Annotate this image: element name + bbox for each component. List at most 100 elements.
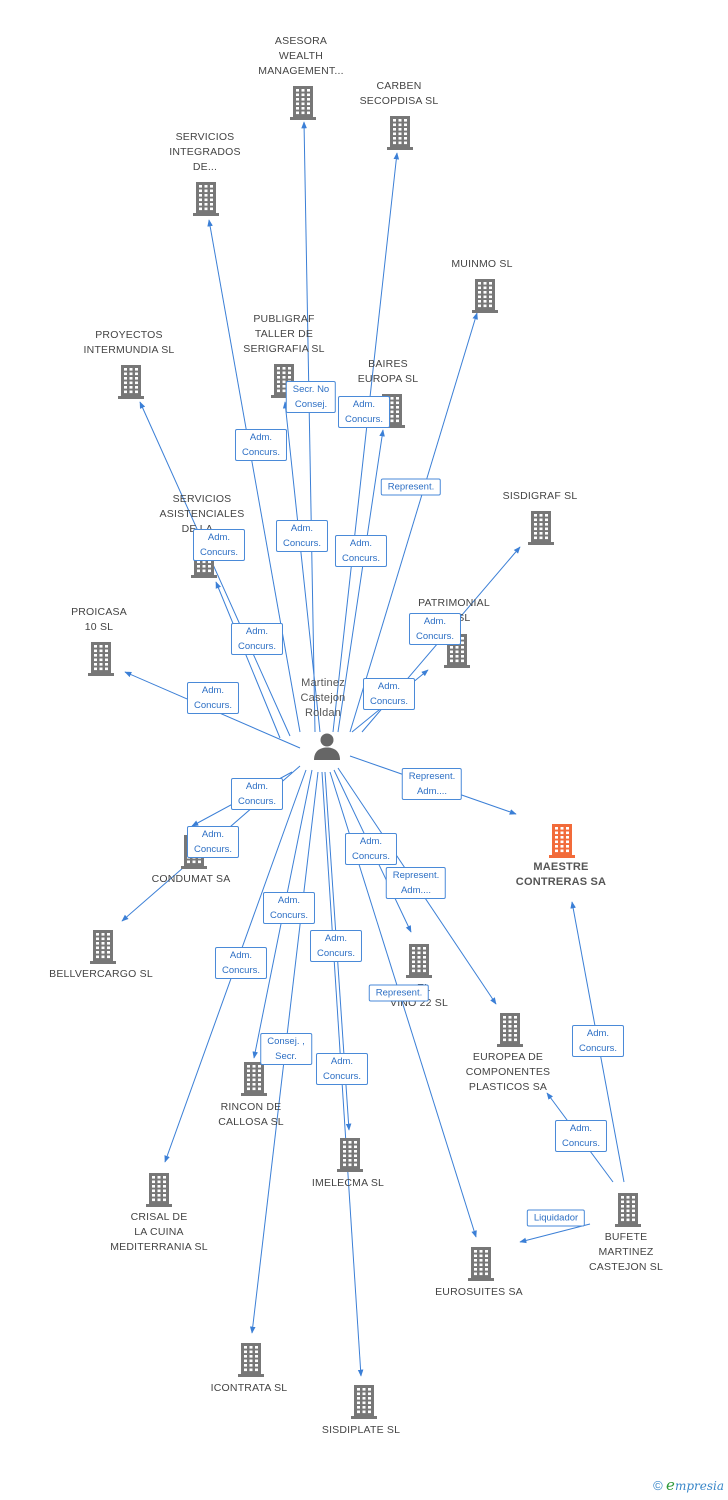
footer-brand[interactable]: © empresia <box>653 1476 724 1494</box>
company-building-icon[interactable] <box>89 928 117 969</box>
company-building-icon[interactable] <box>237 1341 265 1382</box>
company-building-icon[interactable] <box>614 1191 642 1232</box>
edge-label-text: Secr. No <box>292 384 330 395</box>
person-icon[interactable] <box>312 732 342 765</box>
edge-label-adm-bufete-europea[interactable]: Adm.Concurs. <box>554 1120 608 1152</box>
company-building-icon[interactable] <box>386 114 414 155</box>
edge-label-text: Represent. <box>408 771 456 782</box>
company-node-crisal-line: LA CUINA <box>134 1226 184 1238</box>
edge-label-adm-publigraf[interactable]: Adm.Concurs. <box>275 520 329 552</box>
company-building-icon[interactable] <box>87 640 115 681</box>
person-node-line: Castejon <box>300 692 346 704</box>
company-node-publigraf-line: SERIGRAFIA SL <box>243 343 325 355</box>
edge-label-adm-vino[interactable]: Adm.Concurs. <box>344 833 398 865</box>
edge-label-text: Represent. <box>375 987 423 999</box>
edge-label-text: Concurs. <box>193 844 233 855</box>
company-building-icon[interactable] <box>117 363 145 404</box>
edge-label-adm-proyectos[interactable]: Adm. Concurs. <box>192 529 246 561</box>
company-building-icon[interactable] <box>145 1171 173 1212</box>
company-node-icontrata: ICONTRATA SL <box>179 1381 319 1396</box>
company-node-europea-line: EUROPEA DE <box>472 1051 544 1063</box>
edge-label-text: Represent. <box>387 481 435 493</box>
person-node-line: Roldan <box>304 707 342 719</box>
edge-label-text: Adm. <box>423 616 447 627</box>
edge-label-text: Adm. <box>277 895 301 906</box>
relation-edge-3 <box>207 219 301 733</box>
edge-label-adm-bufete-maestre[interactable]: Adm.Concurs. <box>571 1025 625 1057</box>
edge-label-text: Concurs. <box>237 641 277 652</box>
edge-label-text: Concurs. <box>199 547 239 558</box>
company-node-crisal-line: CRISAL DE <box>130 1211 188 1223</box>
edge-label-adm-baires[interactable]: Adm.Concurs. <box>337 396 391 428</box>
company-node-asesora-line: ASESORA <box>274 35 328 47</box>
company-node-sisdiplate-line: SISDIPLATE SL <box>321 1424 401 1436</box>
company-building-icon[interactable] <box>350 1383 378 1424</box>
company-building-icon[interactable] <box>467 1245 495 1286</box>
edge-label-adm-bellver[interactable]: Adm.Concurs. <box>230 778 284 810</box>
brand-name: mpresia <box>674 1479 724 1493</box>
edge-label-text: Adm. <box>377 681 401 692</box>
edge-label-text: Adm. <box>229 950 253 961</box>
company-node-bufete-line: BUFETE <box>604 1231 648 1243</box>
edge-label-adm-patrimonial[interactable]: Adm.Concurs. <box>362 678 416 710</box>
edge-label-liquidador[interactable]: Liquidador <box>526 1209 586 1227</box>
edge-label-text: Adm.... <box>400 885 432 896</box>
company-building-icon[interactable] <box>496 1011 524 1052</box>
company-building-icon[interactable] <box>336 1136 364 1177</box>
edge-label-text: Adm. <box>569 1123 593 1134</box>
edge-label-adm-proicasa[interactable]: Adm.Concurs. <box>186 682 240 714</box>
edge-label-represent-muinmo[interactable]: Represent. <box>380 478 442 496</box>
edge-label-adm-imelecma2[interactable]: Adm.Concurs. <box>315 1053 369 1085</box>
edge-label-text: Adm. <box>324 933 348 944</box>
company-building-icon[interactable] <box>240 1060 268 1101</box>
edge-label-text: Concurs. <box>341 553 381 564</box>
edge-label-adm-imelecma1[interactable]: Adm.Concurs. <box>309 930 363 962</box>
company-building-icon[interactable] <box>192 180 220 221</box>
company-node-icontrata-line: ICONTRATA SL <box>210 1382 288 1394</box>
edge-label-adm-condumat[interactable]: Adm.Concurs. <box>186 826 240 858</box>
company-building-icon[interactable] <box>405 942 433 983</box>
company-node-condumat: CONDUMAT SA <box>121 872 261 887</box>
edge-label-adm-sisdigraf[interactable]: Adm.Concurs. <box>408 613 462 645</box>
company-node-sisdiplate: SISDIPLATE SL <box>291 1423 431 1438</box>
relation-edge-25 <box>519 1223 591 1244</box>
company-node-rincon-line: CALLOSA SL <box>218 1116 284 1128</box>
edge-label-adm-servint[interactable]: Adm.Concurs. <box>234 429 288 461</box>
relation-edge-7 <box>337 429 385 733</box>
edge-label-text: Adm. <box>290 523 314 534</box>
edge-label-adm-rincon[interactable]: Adm.Concurs. <box>262 892 316 924</box>
edge-label-text: Adm. <box>359 836 383 847</box>
company-node-imelecma: IMELECMA SL <box>278 1176 418 1191</box>
edge-label-represent-adm-maestre[interactable]: Represent.Adm.... <box>401 768 463 800</box>
edge-label-text: Represent. <box>392 870 440 881</box>
edge-label-text: Adm. <box>249 432 273 443</box>
company-building-icon[interactable] <box>289 84 317 125</box>
edge-label-text: Consej. , <box>267 1036 305 1047</box>
edge-label-represent-adm-europea[interactable]: Represent. Adm.... <box>385 867 447 899</box>
company-node-muinmo-line: MUINMO SL <box>451 258 513 270</box>
company-node-muinmo: MUINMO SL <box>412 257 552 272</box>
edge-label-represent-eurosuites[interactable]: Represent. <box>368 984 430 1002</box>
company-building-icon[interactable] <box>527 509 555 550</box>
edge-label-text: Concurs. <box>578 1043 618 1054</box>
company-node-bufete-line: CASTEJON SL <box>589 1261 663 1273</box>
edge-label-text: Adm. <box>207 532 231 543</box>
edge-label-adm-servasist[interactable]: Adm.Concurs. <box>230 623 284 655</box>
company-node-asesora-line: WEALTH <box>278 50 324 62</box>
edge-label-text: Concurs. <box>193 700 233 711</box>
company-node-proicasa-line: PROICASA <box>71 606 127 618</box>
edge-label-adm-carben[interactable]: Adm.Concurs. <box>334 535 388 567</box>
edge-label-consej-secr[interactable]: Consej. ,Secr. <box>260 1033 312 1065</box>
edge-label-adm-crisal[interactable]: Adm.Concurs. <box>214 947 268 979</box>
company-node-sisdigraf: SISDIGRAF SL <box>470 489 610 504</box>
company-building-icon[interactable] <box>471 277 499 318</box>
company-building-icon[interactable] <box>548 822 576 863</box>
